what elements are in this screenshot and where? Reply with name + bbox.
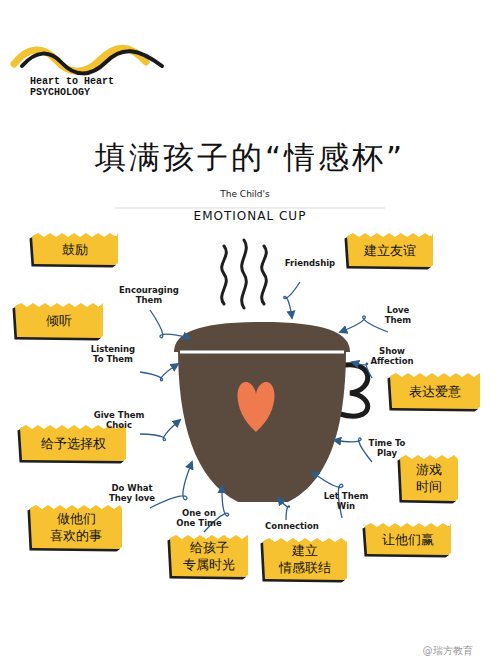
logo-text: Heart to Heart [30,76,140,88]
box-text: 建立 情感联结 [277,542,333,576]
heart-symbol [237,382,274,432]
arrow-label: Connection [256,521,328,531]
arrow-label: Time To Play [366,438,408,458]
cup-rim [180,351,344,354]
box-shape [400,455,458,501]
box-text-group: 表达爱意 [405,379,465,404]
arrow-label: Love Them [381,305,415,325]
label-box: 倾听 [15,303,103,338]
cup-lid [174,322,350,352]
box-text-group: 让他们赢 [378,527,438,552]
box-fill [390,373,480,409]
label-box: 给予选择权 [20,425,126,461]
steam-line [242,240,247,308]
box-fill [347,233,433,267]
curly-arrow [352,362,372,378]
box-text-group: 给孩子 专属时光 [177,535,241,577]
curly-arrow [334,438,372,462]
arrow-label: Listening To Them [86,344,140,364]
label-box: 鼓励 [32,233,118,265]
box-fill [170,535,248,577]
box-fill [20,425,126,461]
watermark: @瑞方教育 [400,645,495,657]
arrow-label: Give Them Choic [90,410,148,430]
box-text: 让他们赢 [382,531,434,548]
curly-arrow [340,316,388,332]
box-fill [263,538,347,580]
box-text: 给予选择权 [41,435,106,452]
label-box: 让他们赢 [365,523,451,555]
box-text: 倾听 [46,312,72,329]
arrow-label: Friendship [274,258,346,268]
curly-arrow [140,364,178,381]
curly-arrow [278,498,289,520]
curly-arrow [150,310,190,338]
box-text: 表达爱意 [409,383,461,400]
box-text-group: 给予选择权 [37,431,110,456]
box-text-group: 鼓励 [58,237,92,262]
subtitle: The Child's [190,189,300,200]
arrow-label: Let Them Win [319,491,373,511]
box-text-group: 游戏 时间 [410,457,448,499]
box-fill [32,233,118,265]
curly-arrow [140,420,180,441]
logo-wave [22,51,162,73]
box-text: 做他们 喜欢的事 [47,510,105,544]
arrow-label: Show Affection [362,346,422,366]
box-fill [365,523,451,555]
box-text: 建立友谊 [364,242,416,259]
arrow-label: Do What They love [102,483,162,503]
box-fill [15,303,103,338]
title: 填满孩子的“情感杯” [0,138,500,176]
curly-arrow [284,282,300,318]
box-text-group: 建立友谊 [360,238,420,263]
label-box: 表达爱意 [390,373,480,409]
box-text: 鼓励 [62,241,88,258]
box-text: 游戏 时间 [414,461,444,495]
label-box: 做他们 喜欢的事 [30,505,122,549]
divider-line [115,208,385,209]
arrow-label: One on One Time [172,508,226,528]
steam-line [262,246,267,304]
label-box: 建立 情感联结 [263,538,347,580]
box-text-group: 倾听 [42,308,76,333]
box-text-group: 做他们 喜欢的事 [43,506,109,548]
label-box: 建立友谊 [347,233,433,267]
curly-arrow [150,462,192,508]
label-box: 给孩子 专属时光 [170,535,248,577]
label-box: 游戏 时间 [400,455,458,501]
box-fill [30,505,122,549]
box-fill [400,455,458,501]
subtitle: EMOTIONAL CUP [150,209,350,223]
box-text-group: 建立 情感联结 [273,538,337,580]
box-text: 给孩子 专属时光 [181,539,237,573]
logo-text: PSYCHOLOGY [30,87,140,99]
steam-line [222,246,227,304]
arrow-label: Encouraging Them [116,285,182,305]
